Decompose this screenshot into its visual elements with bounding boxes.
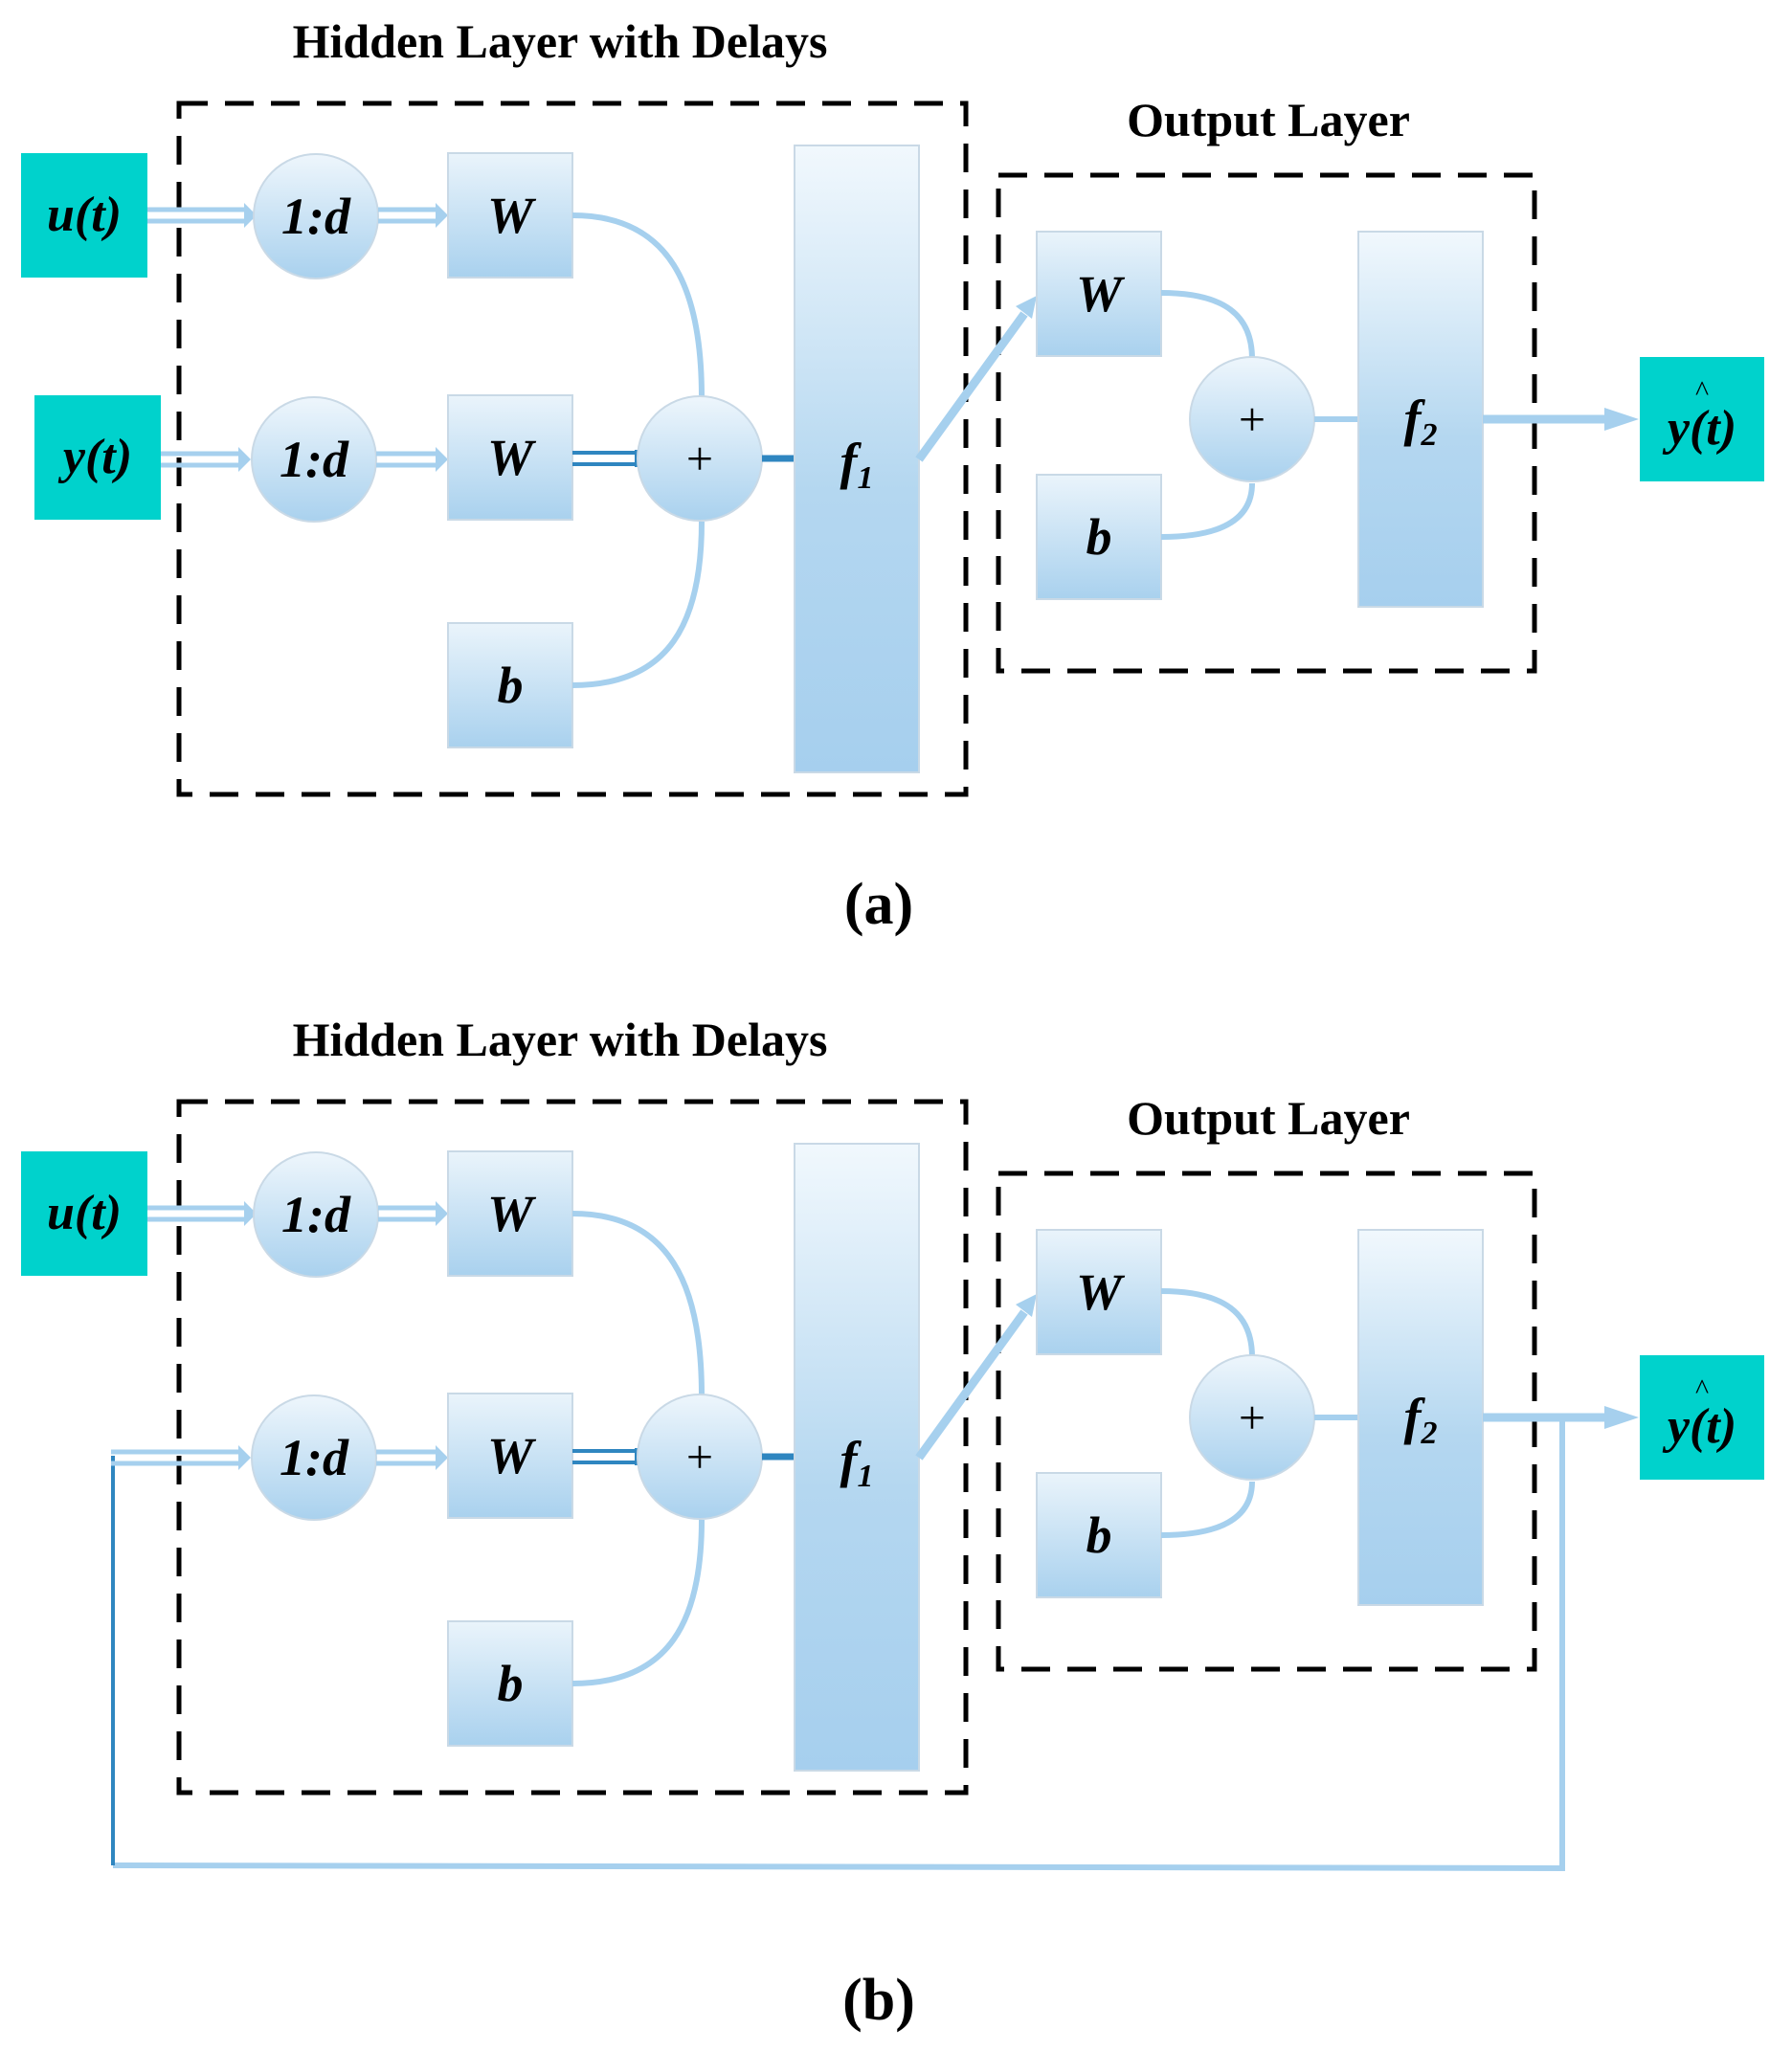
weight-label-1: W: [487, 187, 537, 244]
arrowhead-to-output: [1604, 408, 1639, 431]
output-label: y(t): [1662, 401, 1736, 456]
output-box: [1640, 357, 1764, 481]
connector-w2-to-sum: [572, 450, 638, 467]
delay-node-1: [253, 1151, 379, 1278]
bias-box-hidden: [447, 1620, 573, 1747]
input-box-u: [21, 153, 147, 278]
sum-label-output: +: [1239, 392, 1266, 446]
input-box-y: [34, 395, 161, 520]
connector-w2-to-sum: [572, 1448, 638, 1465]
arrow-delay2-to-weight: [376, 1445, 448, 1470]
connector-wout-to-sum: [1160, 290, 1255, 360]
activation-f2: [1357, 1229, 1484, 1606]
panel-b: Hidden Layer with Delays Output Layer u(…: [21, 1013, 1764, 2033]
input-label-u: u(t): [47, 1186, 122, 1240]
delay-label-1: 1:d: [281, 1186, 351, 1243]
delay-label-1: 1:d: [281, 188, 351, 245]
caption-a: (a): [844, 872, 913, 937]
hidden-layer-border: [176, 1099, 969, 1796]
delay-node-1: [253, 153, 379, 279]
output-box: [1640, 1355, 1764, 1480]
weight-label-2: W: [487, 1427, 537, 1484]
output-hat: ^: [1695, 1373, 1709, 1405]
activation-f2: [1357, 231, 1484, 608]
connector-bout-to-sum: [1160, 482, 1255, 540]
bias-label-hidden: b: [498, 657, 524, 714]
arrowhead-to-output-weight: [1016, 1294, 1037, 1317]
arrow-u-to-delay: [147, 203, 257, 228]
weight-box-2: [447, 1393, 573, 1519]
delay-node-2: [251, 396, 377, 523]
weight-label-output: W: [1076, 1263, 1126, 1321]
weight-label-2: W: [487, 429, 537, 486]
output-label: y(t): [1662, 1399, 1736, 1454]
activation-f2-label: f2: [1404, 1388, 1438, 1451]
input-label-u: u(t): [47, 188, 122, 242]
arrow-u-to-delay: [147, 1201, 257, 1226]
connector-bout-to-sum: [1160, 1481, 1255, 1538]
weight-label-output: W: [1076, 265, 1126, 323]
activation-f1-label: f1: [840, 1431, 874, 1494]
sum-label-output: +: [1239, 1391, 1266, 1444]
caption-b: (b): [842, 1968, 915, 2033]
input-box-u: [21, 1151, 147, 1276]
output-layer-title: Output Layer: [1127, 1091, 1410, 1145]
hidden-layer-title: Hidden Layer with Delays: [293, 14, 828, 68]
arrow-delay2-to-weight: [376, 447, 448, 472]
weight-box-1: [447, 152, 573, 279]
activation-f1: [794, 145, 920, 773]
feedback-loop: [111, 1417, 1565, 1872]
connector-bias-to-sum: [571, 521, 705, 688]
bias-box-output: [1036, 474, 1162, 600]
connector-w1-to-sum: [571, 212, 705, 398]
delay-node-2: [251, 1394, 377, 1521]
arrow-delay1-to-weight: [378, 1201, 448, 1226]
bias-box-output: [1036, 1472, 1162, 1598]
bias-box-hidden: [447, 622, 573, 748]
input-label-y: y(t): [57, 430, 132, 484]
bias-label-output: b: [1086, 1506, 1112, 1564]
hidden-layer-title: Hidden Layer with Delays: [293, 1013, 828, 1066]
arrowhead-to-output-weight: [1016, 296, 1037, 319]
output-hat: ^: [1695, 375, 1709, 407]
arrow-y-to-delay: [161, 447, 251, 472]
bias-label-output: b: [1086, 508, 1112, 566]
sum-label-hidden: +: [686, 432, 713, 485]
delay-label-2: 1:d: [280, 431, 349, 488]
weight-label-1: W: [487, 1185, 537, 1242]
weight-box-output: [1036, 231, 1162, 357]
connector-f1-to-output-weight: [915, 311, 1028, 462]
activation-f1: [794, 1143, 920, 1772]
sum-label-hidden: +: [686, 1430, 713, 1483]
connector-f1-to-output-weight: [915, 1309, 1028, 1461]
panel-a: Hidden Layer with Delays Output Layer u(…: [21, 14, 1764, 937]
activation-f2-label: f2: [1404, 390, 1438, 453]
connector-w1-to-sum: [571, 1211, 705, 1396]
connector-wout-to-sum: [1160, 1288, 1255, 1358]
arrow-delay1-to-weight: [378, 203, 448, 228]
connector-bias-to-sum: [571, 1519, 705, 1686]
output-layer-title: Output Layer: [1127, 93, 1410, 146]
delay-label-2: 1:d: [280, 1429, 349, 1486]
activation-f1-label: f1: [840, 433, 874, 496]
arrowhead-to-output: [1604, 1406, 1639, 1429]
weight-box-2: [447, 394, 573, 521]
bias-label-hidden: b: [498, 1655, 524, 1712]
hidden-layer-border: [176, 100, 969, 797]
